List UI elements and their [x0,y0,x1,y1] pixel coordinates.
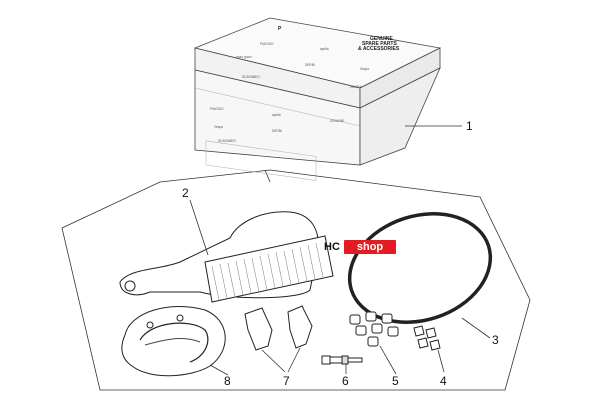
variator-rollers [349,311,399,347]
box-logo-7: GILERA [350,85,363,89]
leader-7a [261,349,286,373]
box-front-logo-5: SCARABEO [218,139,236,143]
box-logo-6: SCARABEO [242,75,260,79]
leader-4 [437,349,445,373]
callout-5: 5 [392,374,399,388]
brake-pads [244,305,313,351]
callout-7: 7 [283,374,290,388]
drive-belt [347,212,493,324]
box-logo-5: Vespa [360,67,369,71]
air-filter-housing [119,211,334,303]
box-brand-line3: & ACCESSORIES [358,46,400,52]
box-logo-2: aprilia [320,47,329,51]
leader-3 [461,317,491,339]
leader-7b [287,347,301,373]
callout-1: 1 [466,119,473,133]
spark-plug [321,355,363,365]
box-front-logo-2: aprilia [272,113,281,117]
box-logo-1: PIAGGIO [260,42,274,46]
leader-2 [189,199,209,256]
box-front-logo-3: Vespa [214,125,223,129]
callout-8: 8 [224,374,231,388]
brake-shoes [121,306,226,377]
watermark-shop: shop [344,240,396,254]
box-logo-p: P [278,26,282,32]
kit-boundary [61,169,531,391]
leader-8 [209,364,229,376]
hcshop-watermark: HC shop [320,240,396,254]
box-logo-3: moto guzzi [236,55,252,59]
spare-parts-box: P GENUINE SPARE PARTS & ACCESSORIES PIAG… [193,17,442,181]
callout-6: 6 [342,374,349,388]
leader-5 [379,345,397,375]
box-brand-line1: GENUINE [370,36,393,42]
box-to-kit-leader [264,169,271,183]
callout-3: 3 [492,333,499,347]
box-front-brand: GENUINE [330,119,345,123]
box-front-logo-4: DERBI [272,129,282,133]
box-logo-4: DERBI [305,63,315,67]
box-front-logo-1: PIAGGIO [210,107,224,111]
callout-4: 4 [440,374,447,388]
watermark-hc: HC [324,241,340,253]
variator-sliders [413,325,441,351]
callout-2: 2 [182,186,189,200]
box-brand-line2: SPARE PARTS [362,41,397,47]
